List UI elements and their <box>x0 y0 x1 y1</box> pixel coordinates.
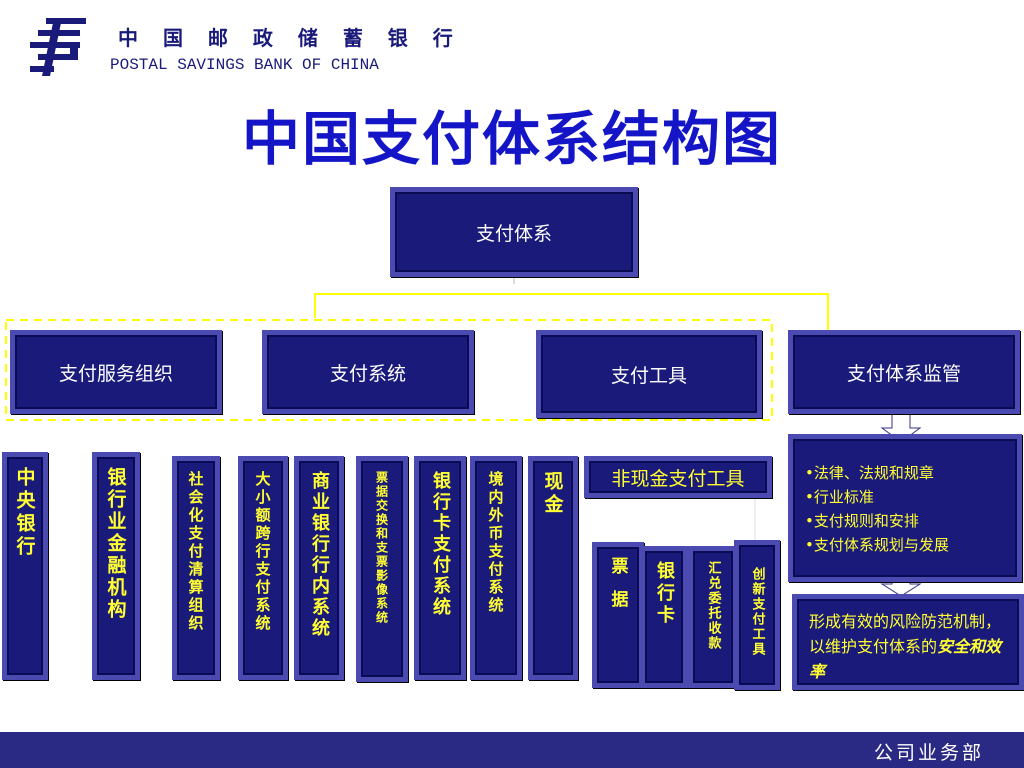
node-non-cash-tools: 非现金支付工具 <box>584 456 772 498</box>
node-bank-card: 银行卡 <box>640 546 688 688</box>
result-text: 形成有效的风险防范机制，以维护支付体系的安全和效率 <box>809 609 1011 684</box>
label: 票据交换和支票影像系统 <box>374 471 389 625</box>
node-intra-bank-system: 商业银行行内系统 <box>294 456 344 680</box>
label: 票据 <box>607 557 628 623</box>
node-foreign-currency-system: 境内外币支付系统 <box>470 456 522 680</box>
node-payment-systems: 支付系统 <box>262 330 474 414</box>
footer-bar <box>0 732 1024 768</box>
label: 银行卡 <box>654 561 675 627</box>
label: 现金 <box>541 471 564 517</box>
result-prefix: 形成有效的风险防范机制，以维护支付体系的 <box>809 612 1002 656</box>
label: 支付服务组织 <box>58 362 173 385</box>
node-central-bank: 中央银行 <box>2 452 48 680</box>
label: 支付工具 <box>610 364 687 387</box>
node-clearing-orgs: 社会化支付清算组织 <box>172 456 220 680</box>
node-supervision-result: 形成有效的风险防范机制，以维护支付体系的安全和效率 <box>792 594 1024 690</box>
bank-name-cn: 中 国 邮 政 储 蓄 银 行 <box>118 26 462 50</box>
root-node-payment-system: 支付体系 <box>390 187 638 277</box>
node-banking-institutions: 银行业金融机构 <box>92 452 140 680</box>
page-title: 中国支付体系结构图 <box>241 105 782 173</box>
label: 银行业金融机构 <box>104 467 127 621</box>
node-payment-service-orgs: 支付服务组织 <box>10 330 222 414</box>
label: 中央银行 <box>13 467 36 559</box>
result-emphasis: 安全和效率 <box>809 637 1002 681</box>
root-label: 支付体系 <box>475 222 552 245</box>
node-cheque-imaging-system: 票据交换和支票影像系统 <box>356 456 408 682</box>
node-payment-supervision: 支付体系监管 <box>788 330 1020 414</box>
label: 银行卡支付系统 <box>430 471 451 618</box>
node-large-small-value-system: 大小额跨行支付系统 <box>238 456 288 680</box>
label: 支付体系监管 <box>846 362 961 385</box>
supervision-list: •法律、法规和规章 •行业标准 •支付规则和安排 •支付体系规划与发展 <box>805 461 949 557</box>
node-bills: 票据 <box>592 542 644 688</box>
footer-department: 公司业务部 <box>873 742 984 764</box>
node-payment-tools: 支付工具 <box>536 330 762 418</box>
node-innovative-tools: 创新支付工具 <box>734 540 780 690</box>
list-item: •支付体系规划与发展 <box>805 536 949 554</box>
node-bank-card-system: 银行卡支付系统 <box>414 456 466 680</box>
list-item: •行业标准 <box>805 488 874 506</box>
node-remittance-collection: 汇兑委托收款 <box>688 546 738 688</box>
label: 支付系统 <box>329 362 406 385</box>
label: 大小额跨行支付系统 <box>253 471 272 633</box>
list-item: •支付规则和安排 <box>805 512 919 530</box>
label: 创新支付工具 <box>749 567 765 657</box>
bank-name-en: POSTAL SAVINGS BANK OF CHINA <box>110 56 379 74</box>
label: 汇兑委托收款 <box>705 561 721 651</box>
node-cash: 现金 <box>528 456 578 680</box>
node-supervision-items: •法律、法规和规章 •行业标准 •支付规则和安排 •支付体系规划与发展 <box>788 434 1022 582</box>
label: 商业银行行内系统 <box>309 471 330 639</box>
postal-savings-logo <box>30 18 86 76</box>
label: 社会化支付清算组织 <box>186 471 205 633</box>
label: 境内外币支付系统 <box>486 471 505 615</box>
label: 非现金支付工具 <box>611 467 745 490</box>
list-item: •法律、法规和规章 <box>805 464 934 482</box>
